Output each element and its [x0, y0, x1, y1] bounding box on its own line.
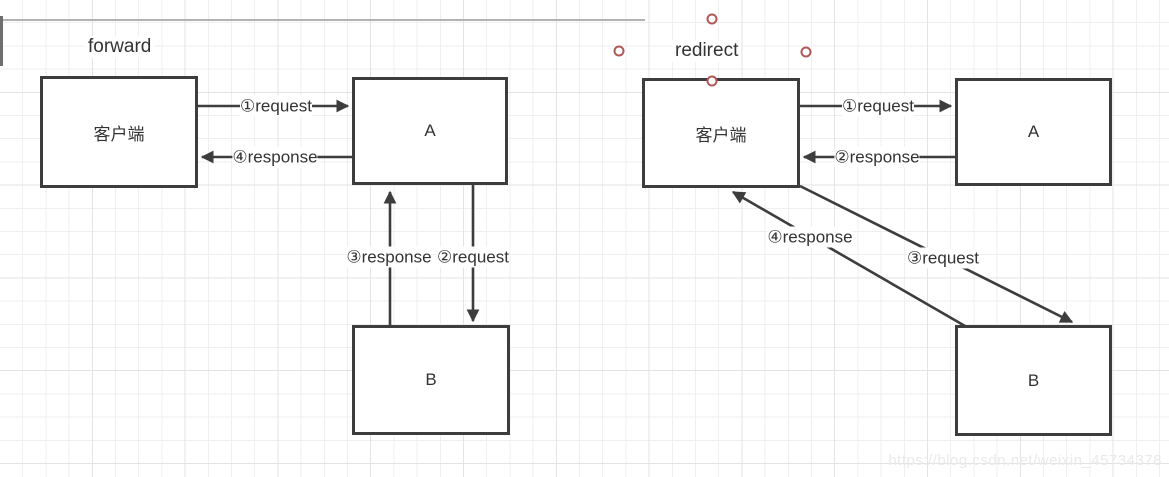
forward-response4-label[interactable]: ④response [232, 146, 318, 168]
top-border-artifact [0, 19, 645, 21]
redirect-server-b-label: B [1027, 370, 1040, 390]
forward-server-a-node[interactable]: A [352, 77, 508, 185]
selection-handle-right[interactable] [800, 46, 812, 58]
redirect-response4-arrow[interactable] [731, 190, 966, 328]
redirect-server-a-node[interactable]: A [955, 78, 1112, 186]
selection-handle-left[interactable] [613, 45, 625, 57]
forward-request2-label[interactable]: ②request [437, 246, 509, 268]
forward-client-label: 客户端 [93, 124, 145, 144]
forward-server-a-label: A [424, 121, 436, 140]
selection-handle-top[interactable] [706, 13, 718, 25]
redirect-request1-label[interactable]: ①request [842, 95, 914, 117]
forward-client-node[interactable]: 客户端 [40, 76, 198, 188]
redirect-client-node[interactable]: 客户端 [642, 78, 800, 188]
redirect-server-b-node[interactable]: B [955, 325, 1112, 436]
forward-server-b-label: B [425, 370, 437, 389]
redirect-client-label: 客户端 [695, 125, 747, 145]
forward-response3-label[interactable]: ③response [346, 246, 432, 268]
forward-request1-label[interactable]: ①request [240, 95, 312, 117]
redirect-response2-label[interactable]: ②response [834, 146, 920, 168]
redirect-server-a-label: A [1027, 122, 1040, 141]
redirect-response4-label[interactable]: ④response [767, 226, 853, 248]
redirect-title[interactable]: redirect [672, 40, 742, 62]
selection-handle-bottom[interactable] [706, 75, 718, 87]
forward-title[interactable]: forward [85, 36, 155, 58]
csdn-watermark: https://blog.csdn.net/weixin_45734378 [888, 452, 1162, 469]
forward-server-b-node[interactable]: B [352, 325, 510, 435]
left-border-artifact [0, 16, 3, 66]
redirect-request3-label[interactable]: ③request [907, 247, 979, 269]
